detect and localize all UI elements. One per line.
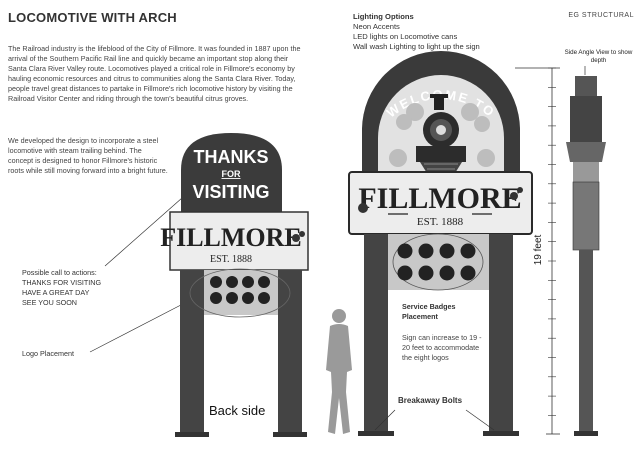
back-sign-line3: VISITING bbox=[192, 182, 269, 202]
height-dimension: 19 feet bbox=[515, 67, 560, 435]
badge-slot bbox=[210, 292, 222, 304]
lighting-options: Lighting Options Neon Accents LED lights… bbox=[353, 12, 480, 52]
citrus-icon bbox=[299, 231, 305, 237]
badge-slot bbox=[397, 265, 413, 281]
side-view-cap bbox=[575, 76, 597, 98]
badge-slot bbox=[242, 292, 254, 304]
side-view-panel bbox=[566, 142, 606, 162]
dimension-ticks bbox=[548, 67, 556, 416]
lighting-item: Wall wash Lighting to light up the sign bbox=[353, 42, 480, 51]
human-scale-figure bbox=[326, 309, 352, 434]
history-paragraph: The Railroad industry is the lifeblood o… bbox=[8, 44, 301, 103]
lighting-item: Neon Accents bbox=[353, 22, 400, 31]
back-sign-base bbox=[175, 432, 209, 437]
side-view-badge-section bbox=[572, 181, 600, 251]
front-sign-badge-panel bbox=[388, 234, 489, 290]
service-badges-note: Sign can increase to 19 - 20 feet to acc… bbox=[402, 333, 482, 362]
badge-slot bbox=[460, 265, 476, 281]
height-label: 19 feet bbox=[533, 234, 544, 265]
back-sign-panel bbox=[169, 211, 309, 271]
back-sign-city: FILLMORE bbox=[160, 223, 302, 252]
front-sign-right-post bbox=[489, 234, 513, 433]
citrus-icon bbox=[517, 187, 523, 193]
cta-item: HAVE A GREAT DAY bbox=[22, 288, 90, 297]
back-sign-right-post bbox=[278, 270, 302, 434]
back-sign-est: EST. 1888 bbox=[210, 254, 252, 265]
breakaway-bolts-label: Breakaway Bolts bbox=[398, 396, 463, 405]
lighting-heading: Lighting Options bbox=[353, 12, 414, 21]
side-view-label: Side Angle View to show depth bbox=[564, 49, 633, 64]
service-badge-highlight bbox=[392, 233, 484, 291]
badge-slot bbox=[258, 292, 270, 304]
badge-slot bbox=[226, 276, 238, 288]
back-sign-cap bbox=[181, 133, 282, 215]
side-angle-view bbox=[566, 66, 606, 436]
citrus-icon bbox=[292, 234, 300, 242]
call-to-actions-note: Possible call to actions: THANKS FOR VIS… bbox=[22, 268, 142, 308]
back-side-label: Back side bbox=[209, 403, 266, 418]
back-side-sign: THANKS FOR VISITING FILLMORE EST. 1888 bbox=[160, 133, 309, 437]
logo-placement-note: Logo Placement bbox=[22, 349, 74, 358]
side-view-arch bbox=[570, 96, 602, 142]
front-sign-base bbox=[483, 431, 519, 436]
back-sign-badge-grid bbox=[210, 276, 270, 304]
badge-slot bbox=[439, 265, 455, 281]
citrus-icon bbox=[358, 203, 368, 213]
badge-slot bbox=[210, 276, 222, 288]
side-view-base bbox=[574, 431, 598, 436]
cta-heading: Possible call to actions: bbox=[22, 268, 97, 277]
badge-slot bbox=[418, 243, 434, 259]
back-sign-line1: THANKS bbox=[194, 147, 269, 167]
front-sign-badge-grid bbox=[397, 243, 476, 281]
locomotive-illustration bbox=[416, 94, 466, 178]
badge-slot bbox=[226, 292, 238, 304]
front-sign: WELCOME TO FILLMORE EST. 1888 bbox=[348, 51, 533, 436]
logo-highlight-ellipse bbox=[189, 268, 291, 318]
front-sign-left-post bbox=[364, 234, 388, 433]
brand-name: EG STRUCTURAL bbox=[568, 12, 634, 19]
cta-item: SEE YOU SOON bbox=[22, 298, 77, 307]
front-sign-base bbox=[358, 431, 394, 436]
bolt-leader-line bbox=[465, 409, 495, 431]
steam-clouds bbox=[389, 103, 495, 167]
citrus-icon bbox=[510, 192, 518, 200]
lighting-item: LED lights on Locomotive cans bbox=[353, 32, 458, 41]
badge-slot bbox=[258, 276, 270, 288]
badge-slot bbox=[418, 265, 434, 281]
badge-slot bbox=[397, 243, 413, 259]
badge-slot bbox=[439, 243, 455, 259]
service-badges-heading: Service Badges Placement bbox=[402, 302, 456, 321]
cta-leader-line bbox=[104, 197, 183, 267]
cta-item: THANKS FOR VISITING bbox=[22, 278, 102, 287]
bolt-leader-line bbox=[374, 409, 396, 431]
back-sign-left-post bbox=[180, 270, 204, 434]
back-sign-line2: FOR bbox=[222, 169, 241, 179]
side-view-stem bbox=[573, 162, 599, 182]
badge-slot bbox=[242, 276, 254, 288]
front-sign-city: FILLMORE bbox=[358, 182, 521, 215]
front-sign-est: EST. 1888 bbox=[417, 216, 464, 228]
design-paragraph: We developed the design to incorporate a… bbox=[8, 136, 168, 175]
side-view-post bbox=[579, 250, 593, 434]
back-sign-base bbox=[273, 432, 307, 437]
page-title: LOCOMOTIVE WITH ARCH bbox=[8, 10, 177, 25]
badge-slot bbox=[460, 243, 476, 259]
